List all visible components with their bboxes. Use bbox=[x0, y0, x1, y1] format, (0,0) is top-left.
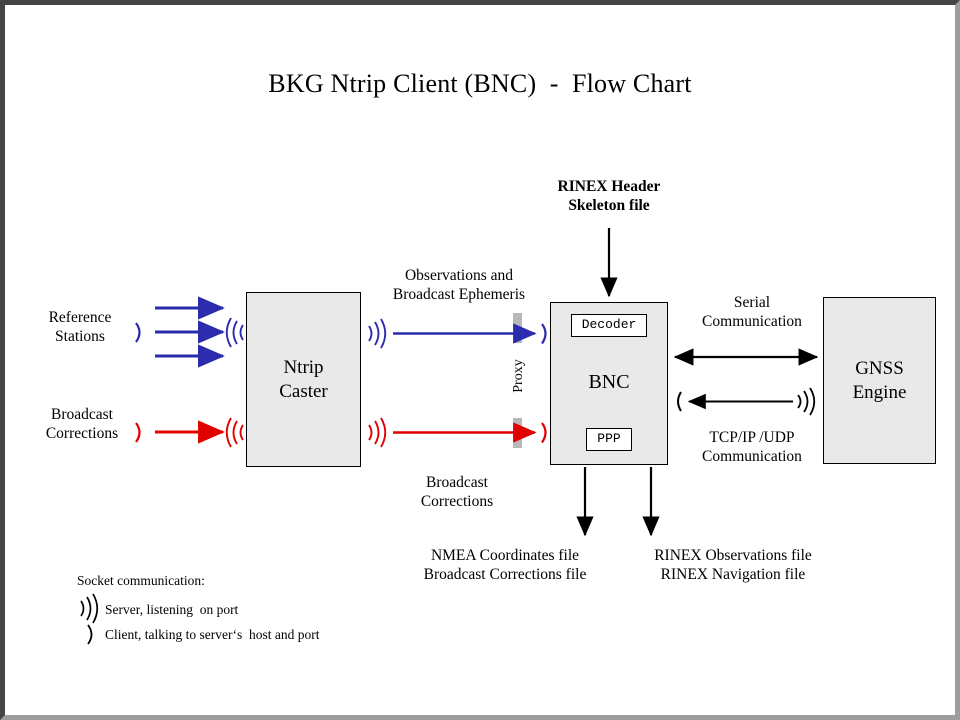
client-paren-icon-bnc-in-red bbox=[541, 422, 547, 444]
legend-heading: Socket communication: bbox=[77, 573, 205, 588]
label-rinex-header-skeleton: RINEX Header Skeleton file bbox=[557, 178, 661, 215]
proxy-bar-top bbox=[513, 313, 522, 343]
server-antenna-icon-caster-in-red bbox=[225, 417, 244, 448]
legend-server-text: Server, listening on port bbox=[105, 602, 239, 617]
client-paren-icon-legend bbox=[87, 624, 93, 645]
page-title: BKG Ntrip Client (BNC) - Flow Chart bbox=[268, 69, 692, 98]
label-serial-communication: Serial Communication bbox=[702, 294, 802, 331]
label-output-files-right: RINEX Observations file RINEX Navigation… bbox=[654, 547, 812, 584]
label-observations-ephemeris: Observations and Broadcast Ephemeris bbox=[392, 267, 526, 304]
client-paren-icon-bnc-tcpip bbox=[677, 391, 682, 412]
label-broadcast-corrections-source: Broadcast Corrections bbox=[45, 406, 119, 443]
node-bnc-ppp[interactable]: PPP bbox=[586, 428, 632, 451]
node-gnss-engine-label: GNSS Engine bbox=[852, 358, 907, 403]
node-bnc[interactable]: Decoder BNC PPP bbox=[550, 302, 668, 465]
arrow-reference-stations-group bbox=[155, 296, 225, 368]
label-output-files-left: NMEA Coordinates file Broadcast Correcti… bbox=[423, 547, 587, 584]
legend-client-text: Client, talking to server‘s host and por… bbox=[105, 627, 320, 642]
node-bnc-label: BNC bbox=[588, 371, 630, 393]
server-antenna-icon-caster-out-blue bbox=[368, 318, 387, 349]
client-paren-icon-bnc-in-blue bbox=[541, 323, 547, 345]
proxy-bar-bottom bbox=[513, 418, 522, 448]
label-broadcast-corrections: Broadcast Corrections bbox=[420, 474, 494, 511]
label-proxy: Proxy bbox=[511, 359, 526, 393]
label-tcpip-udp-communication: TCP/IP /UDP Communication bbox=[702, 429, 802, 466]
node-ntrip-caster[interactable]: Ntrip Caster bbox=[246, 292, 361, 467]
server-antenna-icon-caster-in-blue bbox=[225, 317, 244, 348]
server-antenna-icon-gnss bbox=[797, 387, 816, 416]
node-bnc-decoder[interactable]: Decoder bbox=[570, 314, 648, 337]
server-antenna-icon-caster-out-red bbox=[368, 417, 387, 448]
diagram-canvas: BKG Ntrip Client (BNC) - Flow Chart Ntri… bbox=[5, 5, 955, 715]
node-gnss-engine[interactable]: GNSS Engine bbox=[823, 297, 936, 464]
client-paren-icon-reference-stations bbox=[135, 322, 141, 343]
label-reference-stations: Reference Stations bbox=[48, 309, 112, 346]
node-ntrip-caster-label: Ntrip Caster bbox=[279, 357, 328, 402]
server-antenna-icon-legend bbox=[80, 593, 99, 624]
